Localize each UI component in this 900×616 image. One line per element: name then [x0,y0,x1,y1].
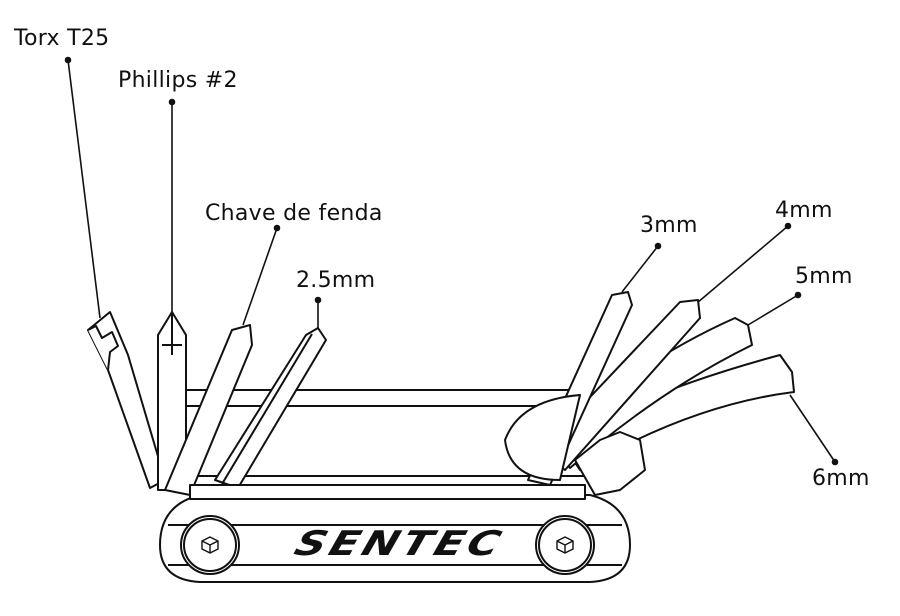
label-chave-de-fenda: Chave de fenda [205,201,383,226]
label-5mm: 5mm [795,264,853,289]
right-tools [504,291,795,496]
label-torx-t25: Torx T25 [14,26,110,51]
label-4mm: 4mm [775,198,833,223]
handle-body [159,484,631,583]
label-3mm: 3mm [640,213,698,238]
label-phillips-2: Phillips #2 [118,68,238,93]
leader-lines [64,56,839,466]
flat-screwdriver [164,324,253,496]
brand-logo: SENTEC [289,524,510,564]
label-2-5mm: 2.5mm [296,268,376,293]
phillips-bit [157,311,187,491]
left-tools [87,311,327,496]
label-6mm: 6mm [812,466,870,491]
